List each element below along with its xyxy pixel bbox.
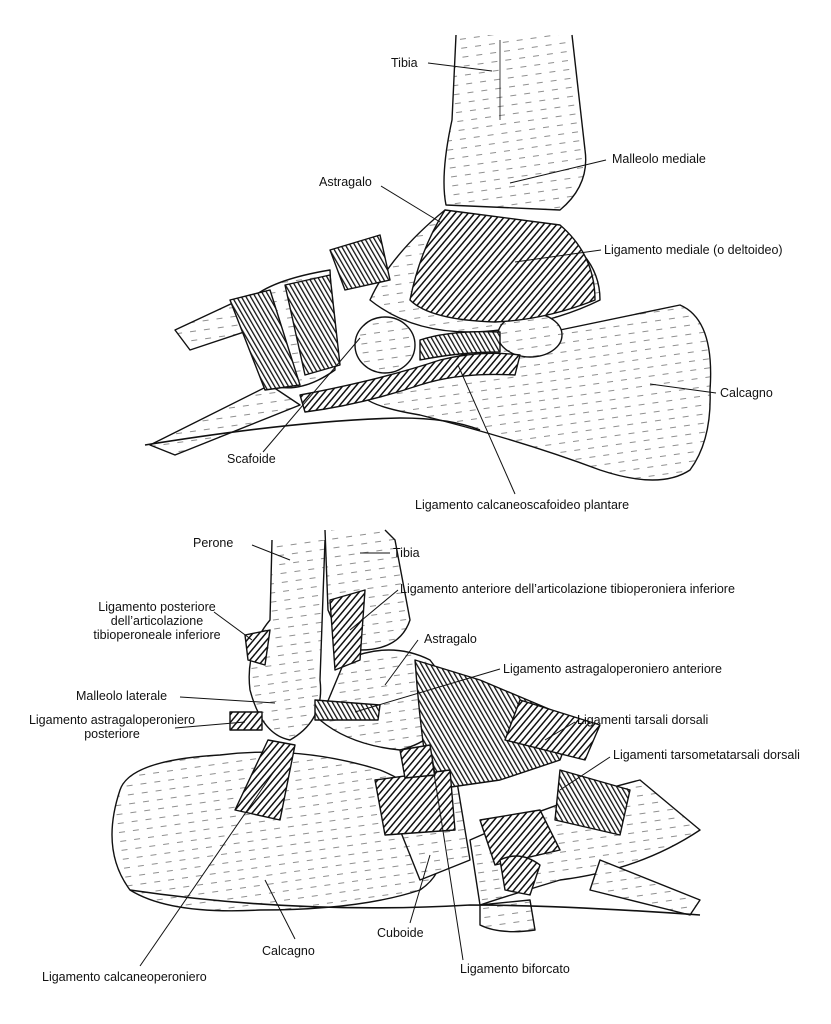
- ligamento-posteriore-shape: [245, 630, 270, 665]
- label-tibia-lateral: Tibia: [393, 546, 420, 560]
- label-ligamento-biforcato: Ligamento biforcato: [460, 962, 570, 976]
- tibia-bone: [444, 35, 586, 210]
- label-ligamento-anteriore: Ligamento anteriore dell’articolazione t…: [400, 582, 735, 596]
- label-perone: Perone: [193, 536, 233, 550]
- label-ligamento-posteriore-line-2: dell’articolazione: [72, 614, 242, 628]
- label-ligamento-calcaneoperoniero: Ligamento calcaneoperoniero: [42, 970, 207, 984]
- medial-view: [145, 35, 711, 480]
- deltoid-ligament: [410, 210, 595, 322]
- label-ligamento-astragaloperoniero-anteriore: Ligamento astragaloperoniero anteriore: [503, 662, 722, 676]
- label-ligamenti-tarsali-dorsali: Ligamenti tarsali dorsali: [577, 713, 708, 727]
- label-astragalo-medial: Astragalo: [319, 175, 372, 189]
- label-malleolo-laterale: Malleolo laterale: [76, 689, 167, 703]
- label-ligamento-posteriore-line-1: Ligamento posteriore: [72, 600, 242, 614]
- navicular-bone: [355, 317, 415, 373]
- label-scafoide: Scafoide: [227, 452, 276, 466]
- label-malleolo-mediale: Malleolo mediale: [612, 152, 706, 166]
- label-calcagno-lateral: Calcagno: [262, 944, 315, 958]
- label-tibia-medial: Tibia: [391, 56, 418, 70]
- ligamento-astragaloperoniero-posteriore-shape: [230, 712, 262, 730]
- label-ligamento-calcaneoscafoideo: Ligamento calcaneoscafoideo plantare: [415, 498, 629, 512]
- label-calcagno-medial: Calcagno: [720, 386, 773, 400]
- label-cuboide: Cuboide: [377, 926, 424, 940]
- label-ligamento-mediale: Ligamento mediale (o deltoideo): [604, 243, 783, 257]
- ligamento-anteriore-shape: [330, 590, 365, 670]
- label-ligamento-astragaloperoniero-posteriore-line-1: Ligamento astragaloperoniero: [14, 713, 210, 727]
- label-ligamento-posteriore: Ligamento posteriore dell’articolazione …: [72, 600, 242, 642]
- label-astragalo-lateral: Astragalo: [424, 632, 477, 646]
- label-ligamenti-tarsometatarsali-dorsali: Ligamenti tarsometatarsali dorsali: [613, 748, 800, 762]
- metatarsals: [150, 385, 300, 455]
- label-ligamento-astragaloperoniero-posteriore-line-2: posteriore: [14, 727, 210, 741]
- label-ligamento-posteriore-line-3: tibioperoneale inferiore: [72, 628, 242, 642]
- label-ligamento-astragaloperoniero-posteriore: Ligamento astragaloperoniero posteriore: [14, 713, 210, 741]
